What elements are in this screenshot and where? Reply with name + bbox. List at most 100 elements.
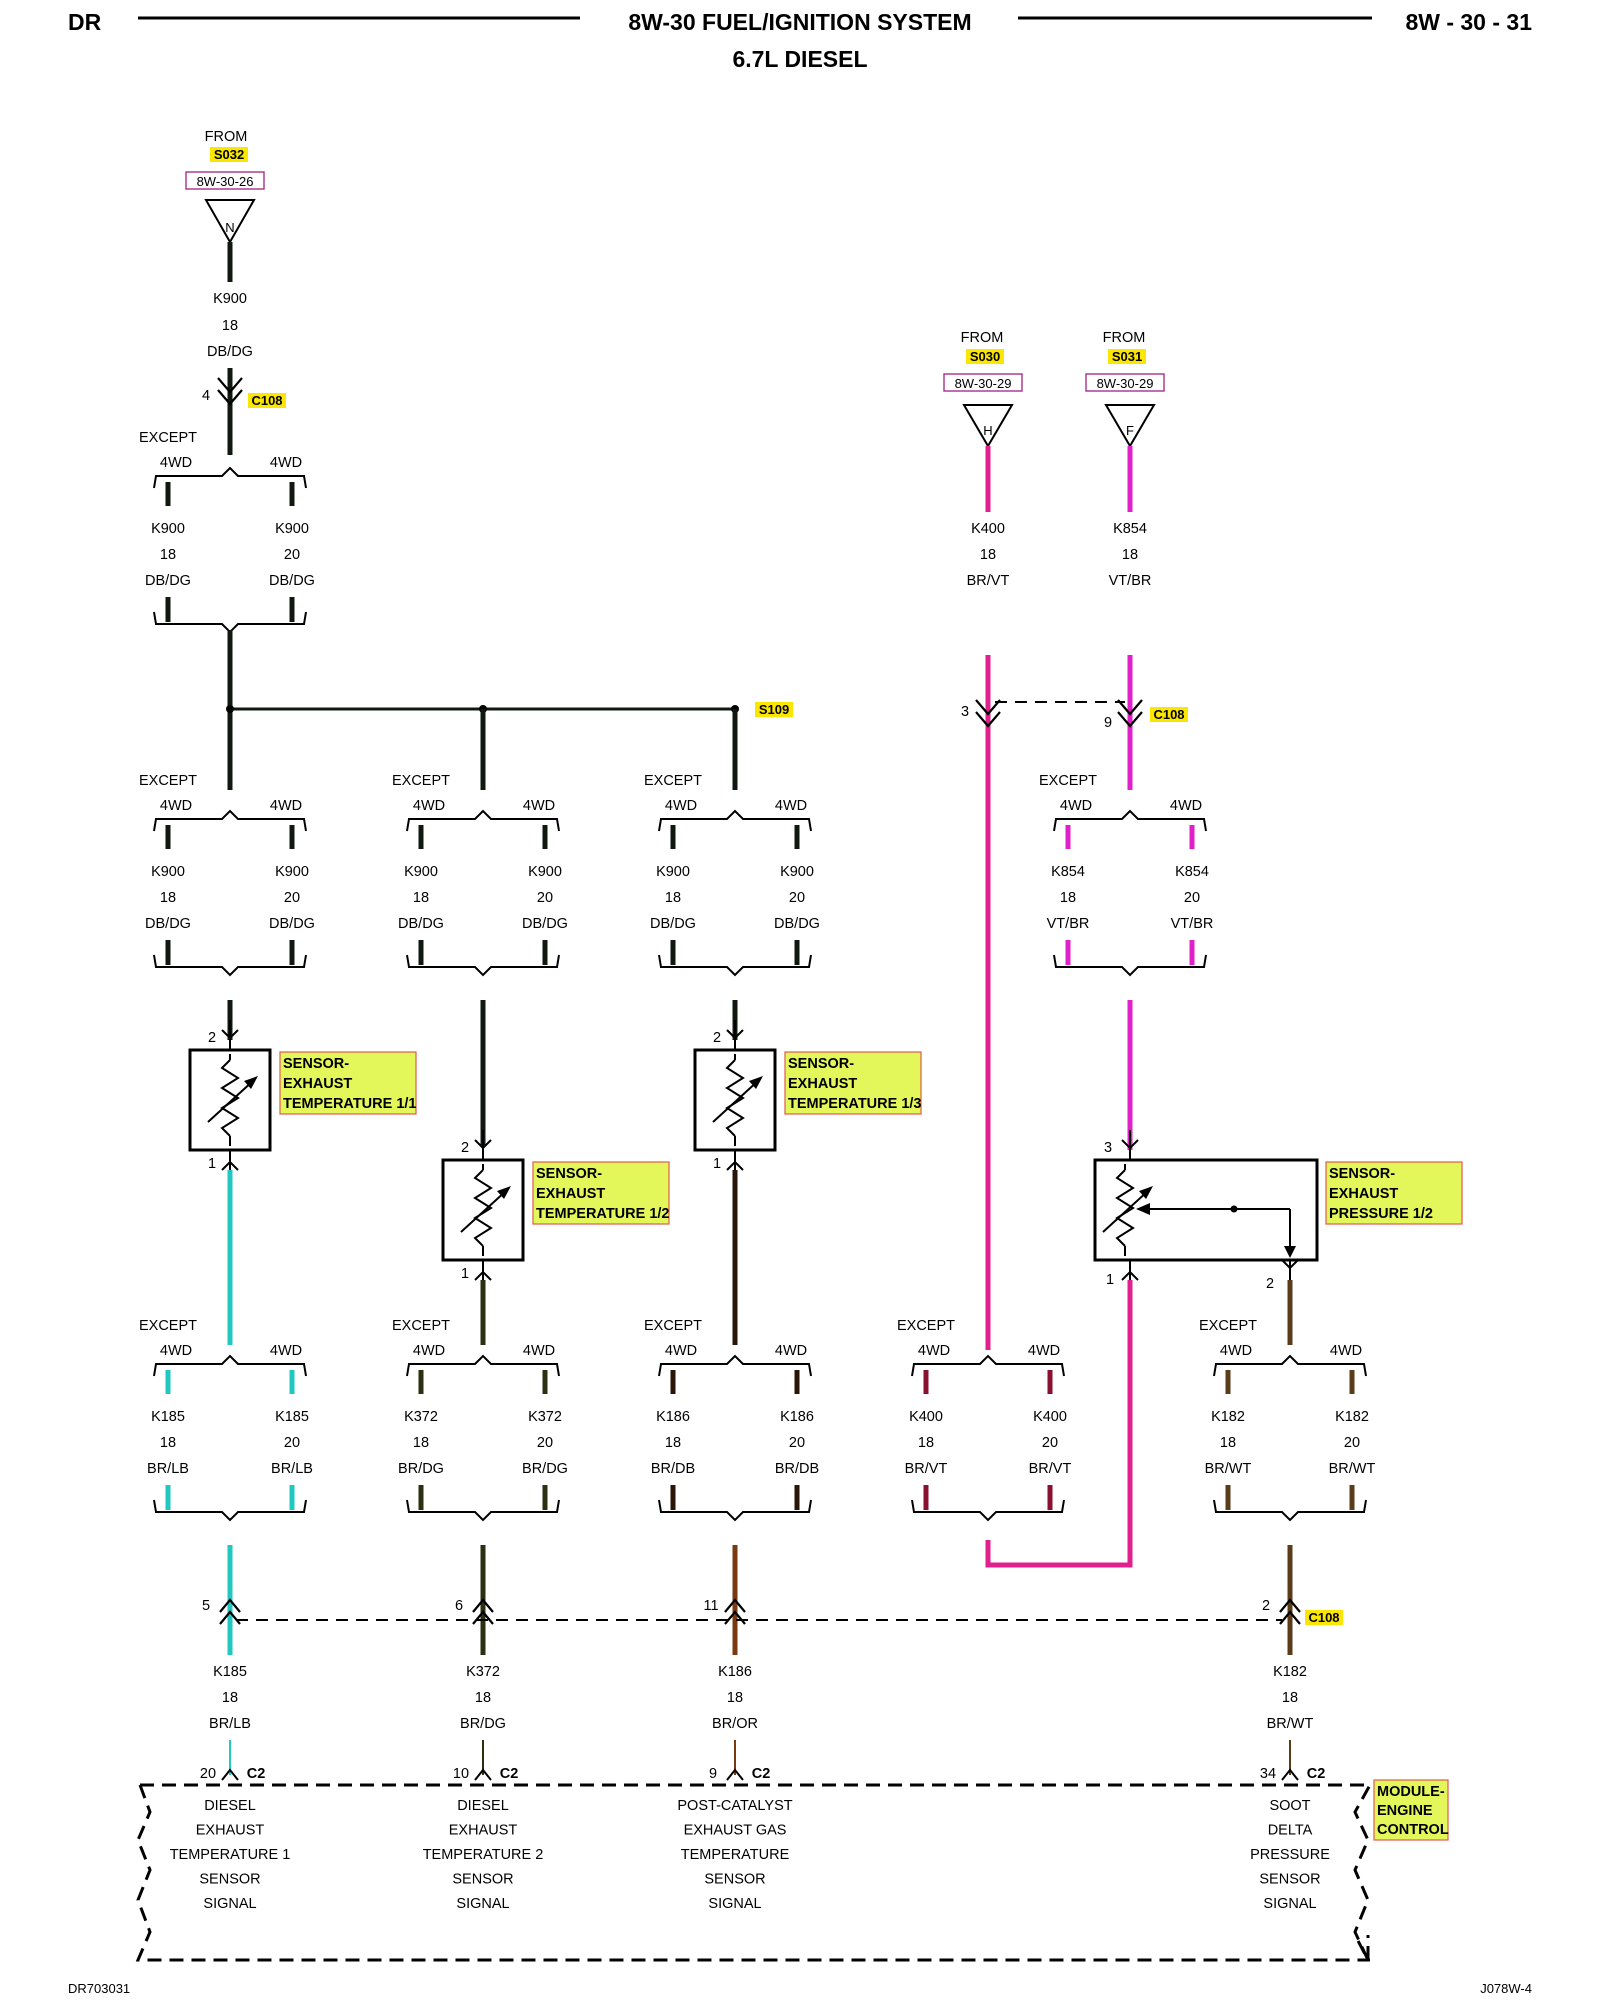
wire-label: 18 bbox=[665, 890, 681, 906]
branch-label: 4WD bbox=[665, 1343, 697, 1359]
wire-label: BR/DG bbox=[460, 1716, 506, 1732]
pin-number: 34 bbox=[1260, 1766, 1276, 1782]
wire-label: BR/DB bbox=[651, 1461, 695, 1477]
pin-number: 3 bbox=[1104, 1140, 1112, 1156]
source-from: FROM bbox=[1103, 330, 1146, 346]
wire-label: 18 bbox=[160, 547, 176, 563]
sensor-label: SENSOR- bbox=[536, 1166, 602, 1182]
wire-label: K854 bbox=[1051, 864, 1085, 880]
branch-label: 4WD bbox=[160, 798, 192, 814]
except-label: EXCEPT bbox=[392, 1318, 450, 1334]
module-input-label: SENSOR bbox=[704, 1872, 765, 1888]
connector-label: C108 bbox=[1308, 1610, 1339, 1625]
pin-number: 1 bbox=[1106, 1272, 1114, 1288]
pin-number: 2 bbox=[1266, 1276, 1274, 1292]
module-input-label: EXHAUST GAS bbox=[684, 1823, 787, 1839]
sensor-label: EXHAUST bbox=[283, 1076, 352, 1092]
wire-label: 18 bbox=[980, 547, 996, 563]
except-label: EXCEPT bbox=[139, 1318, 197, 1334]
wire-label: 18 bbox=[222, 1690, 238, 1706]
wire-label: 20 bbox=[1184, 890, 1200, 906]
wire-label: K372 bbox=[466, 1664, 500, 1680]
branch-label: 4WD bbox=[160, 1343, 192, 1359]
module-input-label: SENSOR bbox=[199, 1872, 260, 1888]
sensor-label: TEMPERATURE 1/1 bbox=[283, 1096, 416, 1112]
sensor-label: EXHAUST bbox=[536, 1186, 605, 1202]
wire-label: BR/DG bbox=[398, 1461, 444, 1477]
source-ref: 8W-30-26 bbox=[197, 174, 254, 189]
source-splice: S030 bbox=[970, 349, 1000, 364]
wire-label: 20 bbox=[789, 1435, 805, 1451]
header-left: DR bbox=[68, 9, 102, 35]
pin-number: 2 bbox=[208, 1030, 216, 1046]
sensor-label: SENSOR- bbox=[788, 1056, 854, 1072]
module-input-label: PRESSURE bbox=[1250, 1847, 1330, 1863]
pin-number: 5 bbox=[202, 1598, 210, 1614]
wire-label: K372 bbox=[404, 1409, 438, 1425]
branch-label: 4WD bbox=[270, 455, 302, 471]
wire-label: K900 bbox=[275, 864, 309, 880]
module-input-label: DIESEL bbox=[457, 1798, 509, 1814]
module-input-label: DELTA bbox=[1268, 1823, 1313, 1839]
wire-label: K185 bbox=[213, 1664, 247, 1680]
wire-label: K400 bbox=[909, 1409, 943, 1425]
source-ref: 8W-30-29 bbox=[955, 376, 1012, 391]
wire-label: BR/VT bbox=[1029, 1461, 1072, 1477]
wire-label: DB/DG bbox=[207, 344, 253, 360]
wire-label: VT/BR bbox=[1047, 916, 1090, 932]
except-label: EXCEPT bbox=[1199, 1318, 1257, 1334]
sensor-label: EXHAUST bbox=[1329, 1186, 1398, 1202]
source-ref: 8W-30-29 bbox=[1097, 376, 1154, 391]
pin-number: 1 bbox=[208, 1156, 216, 1172]
module-input-label: TEMPERATURE 1 bbox=[170, 1847, 291, 1863]
module-outline bbox=[135, 1783, 1373, 1962]
wire-label: BR/LB bbox=[271, 1461, 313, 1477]
wire-label: DB/DG bbox=[269, 573, 315, 589]
branch-label: 4WD bbox=[523, 1343, 555, 1359]
wire-label: BR/OR bbox=[712, 1716, 758, 1732]
connector-label: C108 bbox=[1153, 707, 1184, 722]
wire-label: 20 bbox=[284, 547, 300, 563]
pin-number: 2 bbox=[1262, 1598, 1270, 1614]
wire-label: DB/DG bbox=[398, 916, 444, 932]
module-input-label: SENSOR bbox=[452, 1872, 513, 1888]
wire-label: 18 bbox=[475, 1690, 491, 1706]
wire-label: K182 bbox=[1335, 1409, 1369, 1425]
source-triangle bbox=[962, 404, 1014, 448]
wire-label: 18 bbox=[160, 890, 176, 906]
wire-label: K900 bbox=[528, 864, 562, 880]
pin-number: 3 bbox=[961, 704, 969, 720]
wire-label: K182 bbox=[1211, 1409, 1245, 1425]
sensor-label: EXHAUST bbox=[788, 1076, 857, 1092]
except-label: EXCEPT bbox=[1039, 773, 1097, 789]
wire-label: 20 bbox=[1042, 1435, 1058, 1451]
except-label: EXCEPT bbox=[139, 773, 197, 789]
wire-label: BR/WT bbox=[1205, 1461, 1252, 1477]
wire-label: 20 bbox=[1344, 1435, 1360, 1451]
module-name: MODULE- bbox=[1377, 1784, 1445, 1800]
sensor-label: TEMPERATURE 1/3 bbox=[788, 1096, 921, 1112]
page-number: 8W - 30 - 31 bbox=[1405, 9, 1532, 35]
wire-label: K900 bbox=[151, 864, 185, 880]
wire-label: DB/DG bbox=[269, 916, 315, 932]
wire-label: BR/DB bbox=[775, 1461, 819, 1477]
pin-number: 9 bbox=[1104, 715, 1112, 731]
pin-number: 4 bbox=[202, 388, 210, 404]
wire-label: 20 bbox=[789, 890, 805, 906]
sensor-label: TEMPERATURE 1/2 bbox=[536, 1206, 669, 1222]
branch-label: 4WD bbox=[1028, 1343, 1060, 1359]
branch-label: 4WD bbox=[1330, 1343, 1362, 1359]
branch-label: 4WD bbox=[775, 798, 807, 814]
wire-label: DB/DG bbox=[145, 916, 191, 932]
